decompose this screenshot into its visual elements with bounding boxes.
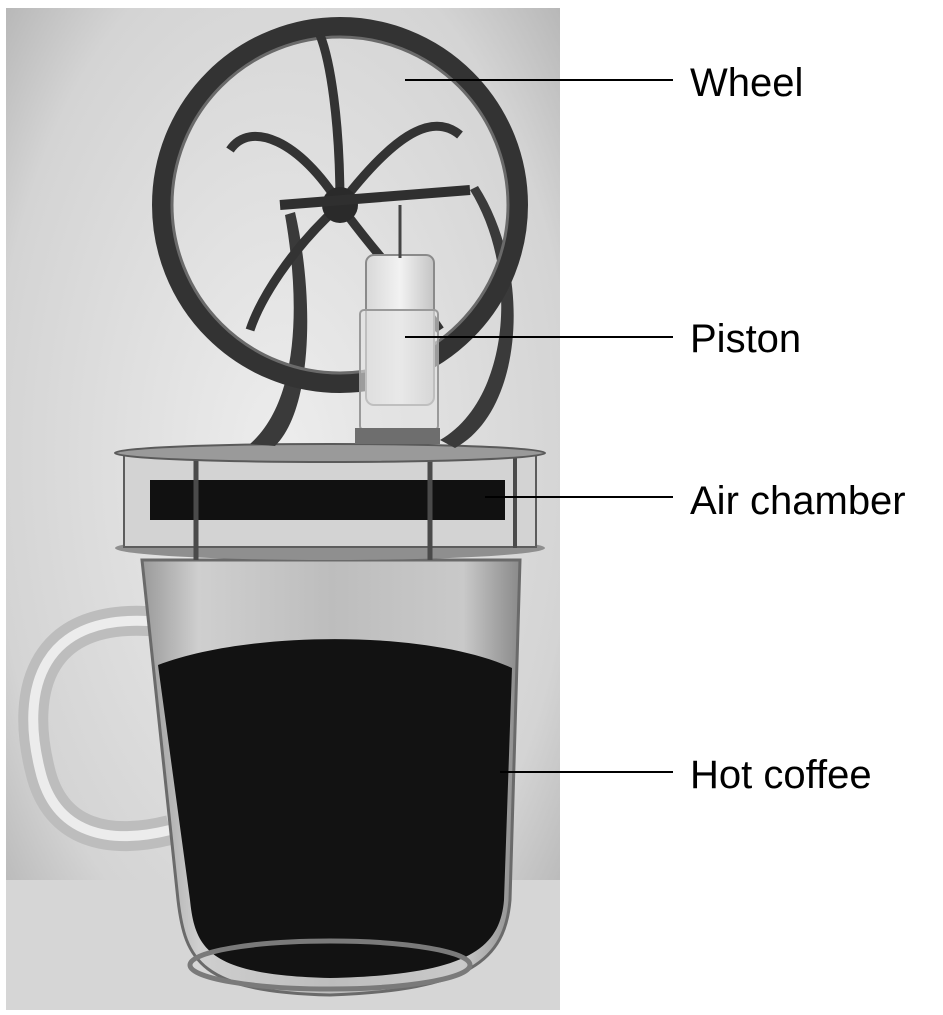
axle [279, 185, 471, 210]
left-bracket [250, 212, 308, 446]
label-hot-coffee: Hot coffee [690, 753, 872, 797]
coffee-liquid [158, 639, 512, 978]
mug-handle [18, 605, 174, 852]
air-chamber [114, 443, 546, 560]
right-bracket [440, 186, 514, 448]
piston-cylinder [355, 205, 440, 444]
label-piston: Piston [690, 317, 802, 361]
mug-base [187, 938, 473, 992]
label-air-chamber: Air chamber [690, 479, 906, 523]
label-wheel: Wheel [690, 61, 804, 105]
